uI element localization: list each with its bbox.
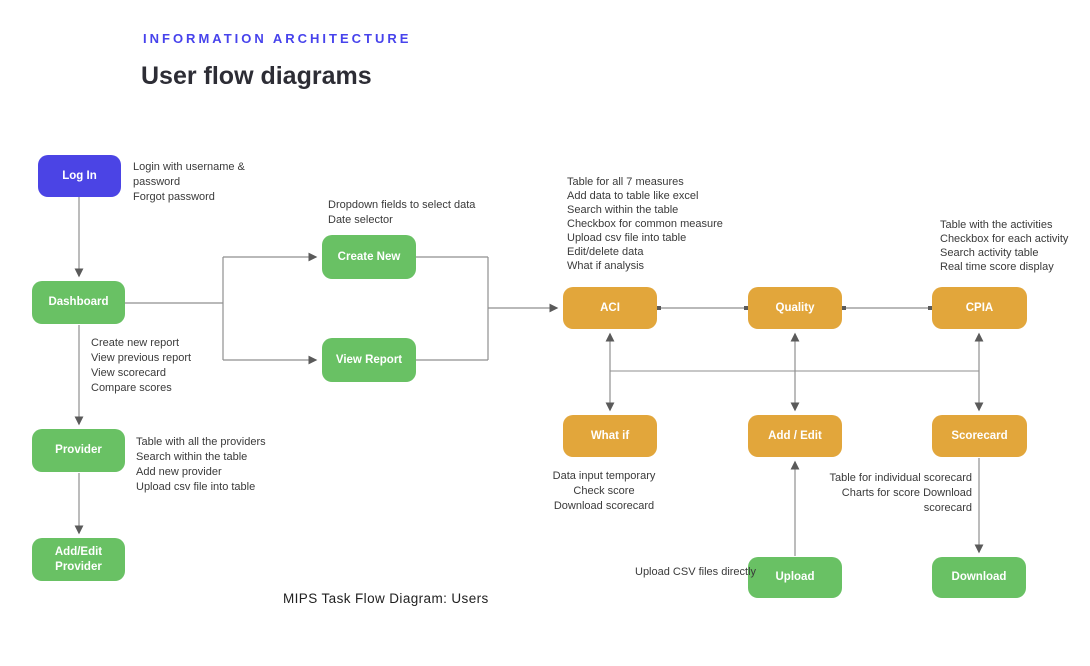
flow-node-provider[interactable]: Provider [32,429,125,472]
flow-node-what-if[interactable]: What if [563,415,657,457]
flow-node-upload[interactable]: Upload [748,557,842,598]
flow-node-add-edit-provider[interactable]: Add/Edit Provider [32,538,125,581]
flow-node-add-edit[interactable]: Add / Edit [748,415,842,457]
flow-node-quality-label: Quality [775,301,815,314]
flow-node-view-report[interactable]: View Report [322,338,416,382]
flow-node-login[interactable]: Log In [38,155,121,197]
flow-node-view-report-label: View Report [335,353,403,366]
note-scorecard: Table for individual scorecard Charts fo… [829,472,972,514]
flow-node-cpia[interactable]: CPIA [932,287,1027,329]
flow-node-aci-label: ACI [600,301,620,314]
note-create-new: Dropdown fields to select data Date sele… [328,199,476,226]
page-title: User flow diagrams [141,62,372,90]
flow-node-dashboard-label: Dashboard [48,296,109,309]
flow-node-download[interactable]: Download [932,557,1026,598]
flow-node-quality[interactable]: Quality [748,287,842,329]
flow-node-scorecard[interactable]: Scorecard [932,415,1027,457]
flow-node-what-if-label: What if [590,429,630,442]
flow-node-create-new[interactable]: Create New [322,235,416,279]
note-login: Login with username & password Forgot pa… [133,161,245,203]
flow-node-cpia-label: CPIA [965,301,994,314]
flow-node-aci[interactable]: ACI [563,287,657,329]
flow-node-upload-label: Upload [775,571,815,584]
note-what-if: Data input temporary Check score Downloa… [552,470,656,512]
flow-node-dashboard[interactable]: Dashboard [32,281,125,324]
flow-node-scorecard-label: Scorecard [951,429,1008,442]
kicker-label: INFORMATION ARCHITECTURE [143,31,412,46]
note-aci: Table for all 7 measures Add data to tab… [567,176,723,272]
note-upload: Upload CSV files directly [635,566,757,578]
flow-node-create-new-label: Create New [337,250,401,263]
note-cpia: Table with the activities Checkbox for e… [940,219,1069,273]
flow-node-add-edit-provider-label: Add/Edit Provider [54,546,103,573]
diagram-caption: MIPS Task Flow Diagram: Users [283,591,489,606]
flow-node-provider-label: Provider [55,444,102,457]
flow-node-download-label: Download [951,571,1007,584]
note-provider: Table with all the providers Search with… [136,436,266,493]
flow-node-add-edit-label: Add / Edit [768,429,822,442]
flow-node-login-label: Log In [62,169,97,182]
note-dashboard: Create new report View previous report V… [91,337,192,394]
